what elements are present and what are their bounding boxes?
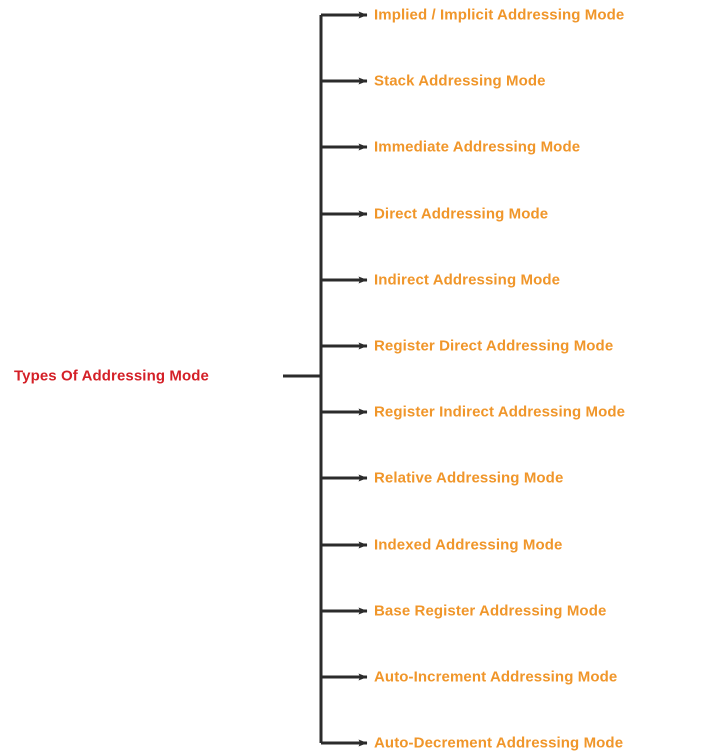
branch-node-label-7: Register Indirect Addressing Mode — [374, 403, 626, 421]
connector-lines — [283, 11, 368, 747]
branch-node-label-5: Indirect Addressing Mode — [374, 271, 561, 289]
branch-node-label-11: Auto-Increment Addressing Mode — [374, 668, 618, 686]
branch-node-label-10: Base Register Addressing Mode — [374, 602, 607, 620]
branch-node-label-3: Immediate Addressing Mode — [374, 138, 581, 156]
branch-node-label-6: Register Direct Addressing Mode — [374, 337, 614, 355]
branch-node-label-9: Indexed Addressing Mode — [374, 536, 563, 554]
branch-node-label-8: Relative Addressing Mode — [374, 469, 564, 487]
root-node-label: Types Of Addressing Mode — [14, 367, 209, 385]
branch-node-label-4: Direct Addressing Mode — [374, 205, 549, 223]
branch-node-label-12: Auto-Decrement Addressing Mode — [374, 734, 624, 752]
branch-node-label-1: Implied / Implicit Addressing Mode — [374, 6, 625, 24]
branch-node-label-2: Stack Addressing Mode — [374, 72, 546, 90]
